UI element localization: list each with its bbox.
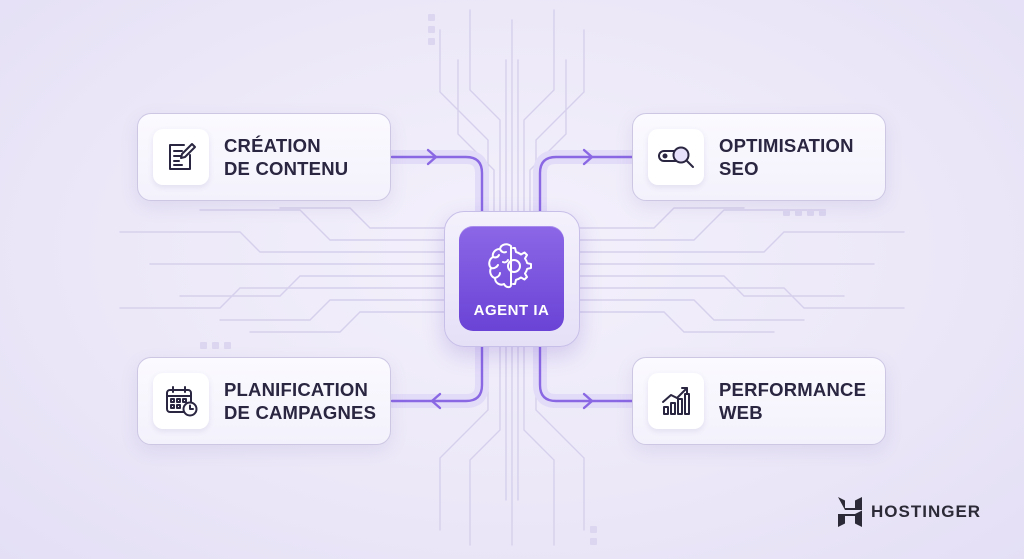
arrow-content <box>426 148 438 166</box>
brand-name: HOSTINGER <box>871 502 982 521</box>
node-campaign-label: PLANIFICATION DE CAMPAGNES <box>224 379 377 423</box>
node-content-creation: CRÉATION DE CONTENU <box>137 113 391 201</box>
edge-center-campaign <box>390 345 484 403</box>
node-agent-ia: AGENT IA <box>444 211 580 347</box>
hostinger-logo-icon <box>838 497 862 527</box>
brain-gear-icon <box>488 243 532 289</box>
magnifier-icon <box>648 129 704 185</box>
brand-logo: HOSTINGER <box>838 497 981 527</box>
calendar-clock-icon <box>153 373 209 429</box>
agent-ia-tile: AGENT IA <box>459 226 564 331</box>
node-web-performance: PERFORMANCE WEB <box>632 357 886 445</box>
arrow-seo <box>582 148 594 166</box>
node-content-creation-label: CRÉATION DE CONTENU <box>224 135 349 179</box>
document-pen-icon <box>153 129 209 185</box>
arrow-perf <box>582 392 594 410</box>
edge-content-center <box>390 155 484 213</box>
growth-chart-icon <box>648 373 704 429</box>
agent-ia-label: AGENT IA <box>473 302 550 319</box>
arrow-campaign <box>430 392 442 410</box>
node-seo-label: OPTIMISATION SEO <box>719 135 854 179</box>
edge-center-perf <box>538 345 634 403</box>
node-performance-label: PERFORMANCE WEB <box>719 379 867 423</box>
node-campaign-planning: PLANIFICATION DE CAMPAGNES <box>137 357 391 445</box>
edge-center-seo <box>538 155 634 213</box>
node-seo-optimization: OPTIMISATION SEO <box>632 113 886 201</box>
